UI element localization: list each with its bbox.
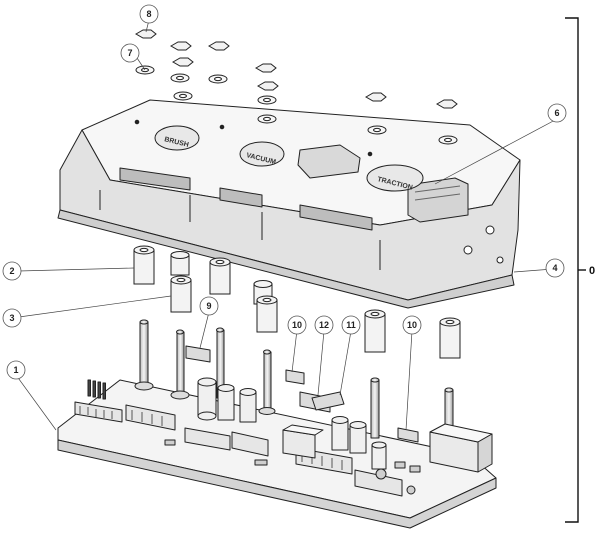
hex-nut [171, 57, 194, 67]
controller-housing [57, 99, 521, 309]
standoff [256, 295, 278, 333]
standoff [209, 257, 231, 295]
callout-leaders [15, 19, 558, 431]
washer [257, 114, 277, 124]
washer [170, 73, 190, 83]
callout-circle [2, 308, 22, 328]
hex-nut [169, 41, 192, 51]
callout-circle [341, 315, 361, 335]
callout-3: 3 [2, 308, 22, 328]
washer [173, 91, 193, 101]
circuit-board-assembly [57, 319, 497, 529]
hex-nut [254, 63, 277, 73]
hex-nut [134, 29, 157, 39]
assembly-label: 0 [589, 265, 595, 277]
callout-6: 6 [547, 103, 567, 123]
callout-4: 4 [545, 258, 565, 278]
callout-1: 1 [6, 360, 26, 380]
callout-number: 12 [319, 320, 329, 330]
callout-number: 8 [146, 9, 151, 19]
callout-number: 1 [13, 365, 18, 375]
callout-number: 6 [554, 108, 559, 118]
callout-circle [314, 315, 334, 335]
callout-10-right: 10 [402, 315, 422, 335]
callout-number: 4 [552, 263, 557, 273]
callout-circle [6, 360, 26, 380]
standoff [170, 275, 192, 313]
callout-number: 10 [292, 320, 302, 330]
hex-nuts [134, 29, 458, 109]
callout-10-left: 10 [287, 315, 307, 335]
washer [438, 135, 458, 145]
callout-circle [120, 43, 140, 63]
callout-9: 9 [199, 296, 219, 316]
callout-12: 12 [314, 315, 334, 335]
standoff [133, 245, 155, 285]
washer [367, 125, 387, 135]
standoff [364, 309, 386, 353]
callout-number: 3 [9, 313, 14, 323]
callout-number: 7 [127, 48, 132, 58]
washer [257, 95, 277, 105]
assembly-bracket [565, 17, 586, 523]
washer [208, 74, 228, 84]
callout-circle [402, 315, 422, 335]
callout-11: 11 [341, 315, 361, 335]
hex-nut [256, 81, 279, 91]
hex-nut [364, 92, 387, 102]
callout-circle [2, 261, 22, 281]
callout-number: 10 [407, 320, 417, 330]
callout-circle [139, 4, 159, 24]
callout-number: 11 [346, 320, 356, 330]
callout-circle [545, 258, 565, 278]
callout-circle [547, 103, 567, 123]
hex-nut [435, 99, 458, 109]
callout-circle [199, 296, 219, 316]
callout-circle [287, 315, 307, 335]
callout-number: 9 [206, 301, 211, 311]
callout-2: 2 [2, 261, 22, 281]
hex-nut [207, 41, 230, 51]
standoff [170, 251, 190, 276]
callout-8: 8 [139, 4, 159, 24]
standoffs [133, 245, 461, 359]
callout-7: 7 [120, 43, 140, 63]
callout-number: 2 [9, 266, 14, 276]
washers [135, 65, 458, 145]
standoff [439, 317, 461, 359]
